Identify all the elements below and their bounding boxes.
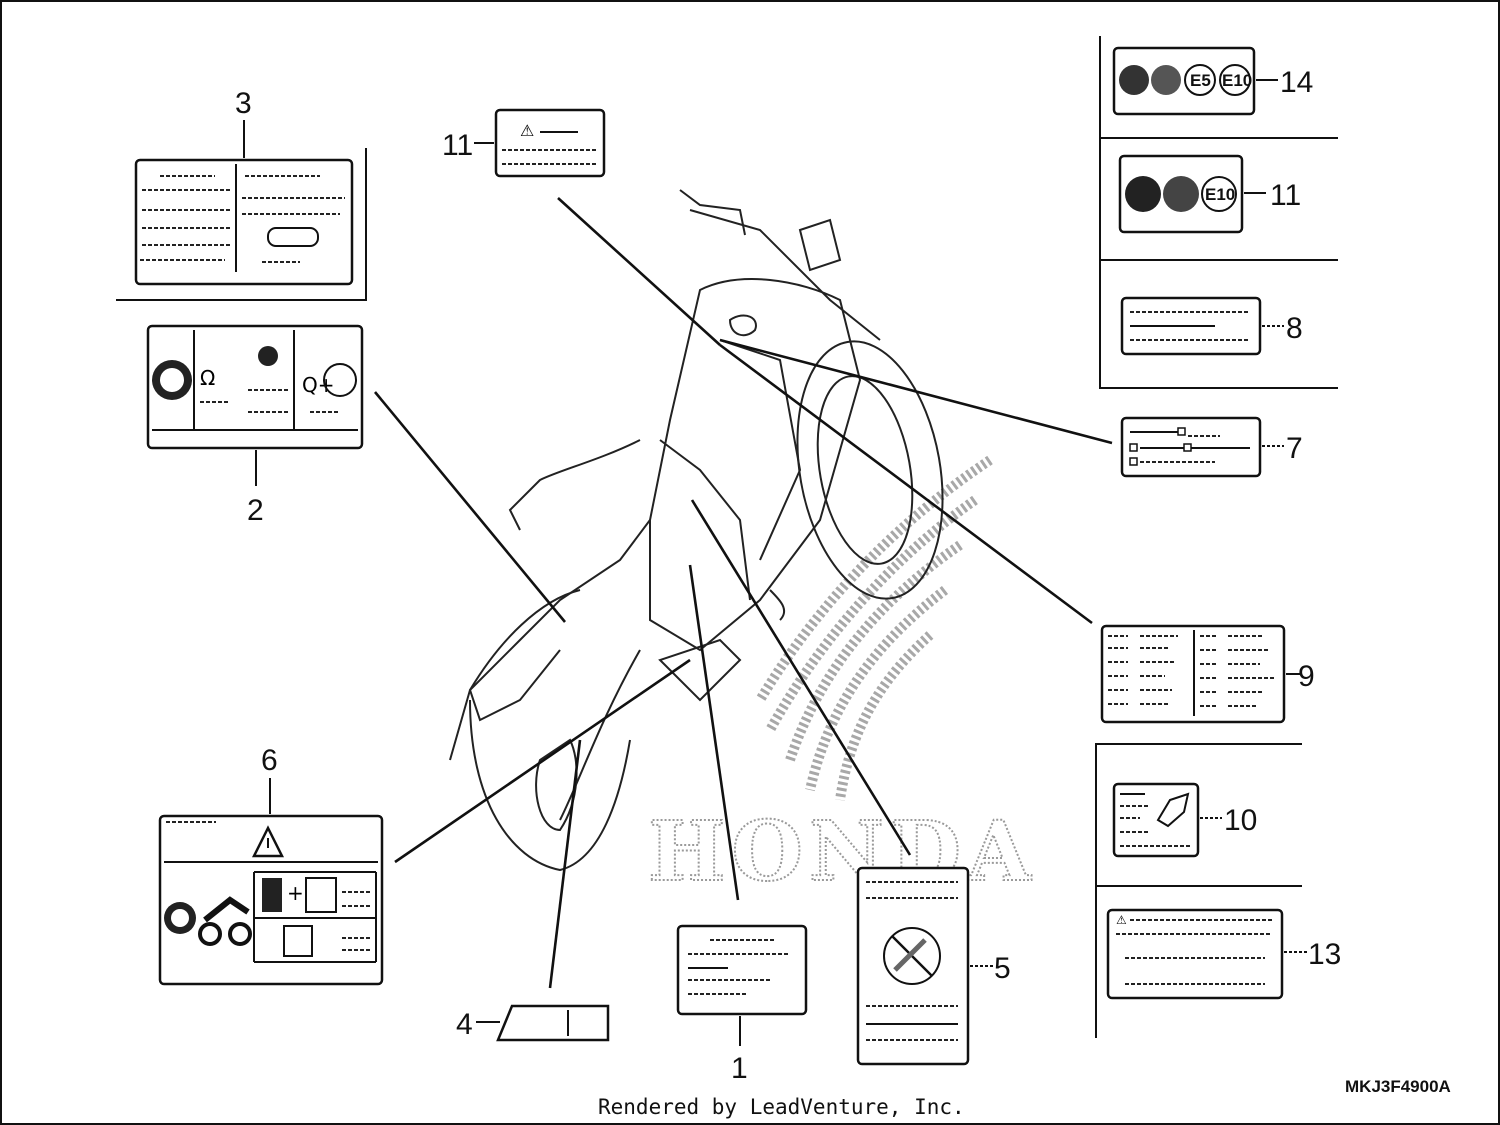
callout-number-7: 7 xyxy=(1286,432,1303,465)
label-9: 9 xyxy=(1100,624,1315,724)
luggage-icon xyxy=(305,877,337,913)
label-7: 7 xyxy=(1120,416,1303,478)
e5-badge xyxy=(1184,64,1216,96)
callout-number-2: 2 xyxy=(247,494,264,527)
callout-number-10: 10 xyxy=(1224,804,1257,837)
fuel-pump-icon xyxy=(1163,176,1199,212)
label-5: 5 xyxy=(856,866,1011,1066)
render-credit: Rendered by LeadVenture, Inc. xyxy=(598,1095,965,1119)
label-6: + 6 xyxy=(158,744,384,986)
label-14: E5 E10 14 xyxy=(1112,46,1313,116)
motorcycle-icon xyxy=(198,922,222,946)
svg-text:+: + xyxy=(287,881,304,905)
svg-text:E10: E10 xyxy=(1205,185,1235,204)
label-13: ⚠ 13 xyxy=(1106,908,1341,1000)
svg-text:E10: E10 xyxy=(1222,71,1252,90)
svg-text:E5: E5 xyxy=(1190,71,1211,90)
manual-icon xyxy=(1125,176,1161,212)
diagram-code: MKJ3F4900A xyxy=(1345,1077,1451,1096)
callout-number-5: 5 xyxy=(994,952,1011,985)
callout-number-6: 6 xyxy=(261,744,278,777)
label-8: 8 xyxy=(1120,296,1303,356)
leader-lines xyxy=(373,197,1113,989)
fuel-pump-icon xyxy=(1151,65,1181,95)
warning-icon: ⚠ xyxy=(1116,913,1127,927)
motorcycle-drawing xyxy=(449,189,944,872)
tyre-icon: Ω xyxy=(200,366,215,390)
warning-icon: ⚠ xyxy=(520,121,534,140)
callout-number-9: 9 xyxy=(1298,660,1315,693)
label-4: 4 xyxy=(456,1004,610,1042)
callout-number-8: 8 xyxy=(1286,312,1303,345)
e10-badge xyxy=(1219,64,1251,96)
callout-number-11: 11 xyxy=(1270,179,1301,212)
honda-watermark-text: HONDA xyxy=(648,804,1037,900)
manual-icon xyxy=(1119,65,1149,95)
luggage-icon-2 xyxy=(283,925,313,957)
honda-wing-watermark xyxy=(755,455,993,801)
label-11: E10 11 xyxy=(1118,154,1301,234)
label-1: 1 xyxy=(676,924,808,1085)
callout-number-13: 13 xyxy=(1308,938,1341,971)
label-10: 10 xyxy=(1112,782,1257,858)
callout-number-3: 3 xyxy=(235,87,252,120)
label-3: 3 xyxy=(134,87,354,286)
hand-icon xyxy=(1156,792,1190,828)
motorcycle-icon xyxy=(258,346,278,366)
callout-number-12: 11 xyxy=(442,129,473,162)
callout-number-14: 14 xyxy=(1280,66,1313,99)
e10-badge xyxy=(1201,176,1237,212)
label-2: Ω Q+ 2 xyxy=(146,324,364,527)
callout-number-1: 1 xyxy=(731,1052,748,1085)
label-12: ⚠ 11 xyxy=(442,108,606,178)
warning-icon xyxy=(251,825,285,858)
callout-number-4: 4 xyxy=(456,1008,473,1041)
section-separators xyxy=(116,36,1338,1038)
rider-icon xyxy=(262,878,282,912)
no-modification-icon xyxy=(883,927,941,985)
